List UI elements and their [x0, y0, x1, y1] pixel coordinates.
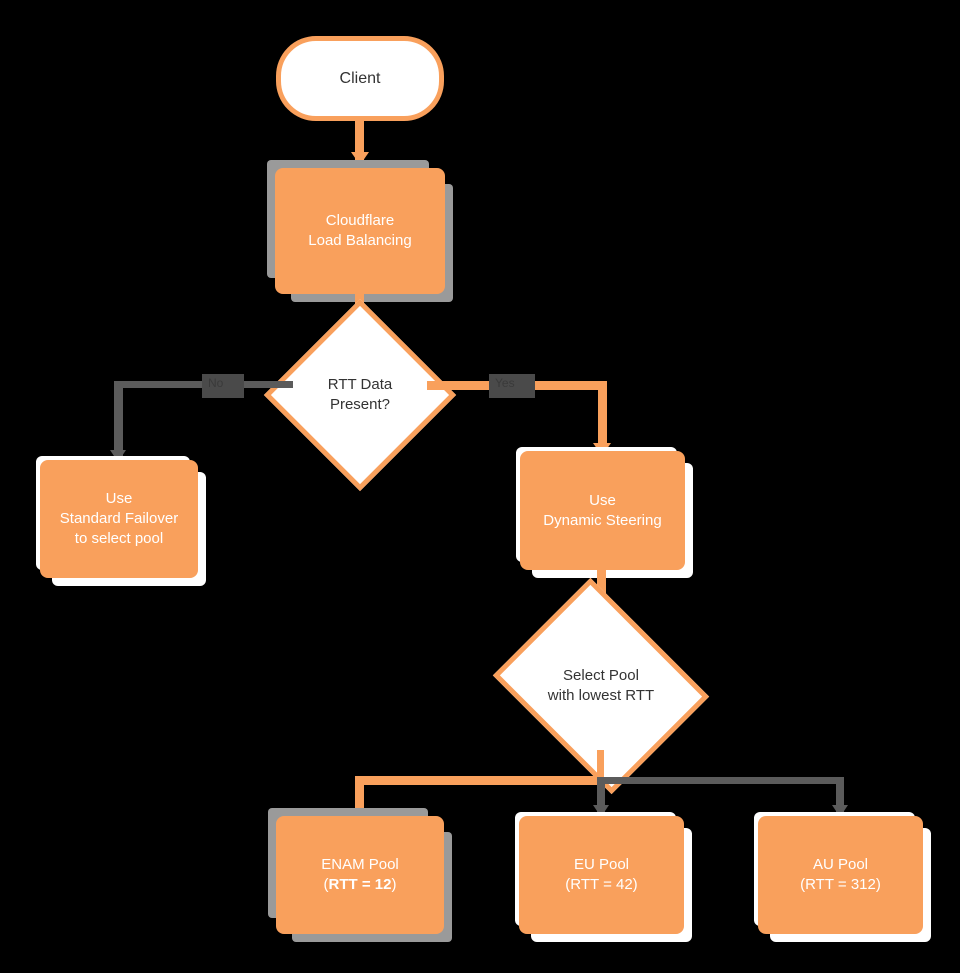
node-load-balancing-line2: Load Balancing [308, 232, 412, 249]
node-au-pool-line2: (RTT = 312) [800, 876, 881, 893]
edge-bus-to-enam [355, 776, 364, 826]
node-au-pool[interactable]: AU Pool (RTT = 312) [758, 816, 923, 934]
edge-bus-to-au [836, 777, 844, 822]
node-eu-pool-line2: (RTT = 42) [565, 876, 638, 893]
node-standard-failover[interactable]: Use Standard Failover to select pool [40, 460, 198, 578]
node-rtt-decision[interactable]: RTT Data Present? [263, 298, 457, 492]
edge-bus-left [355, 776, 603, 785]
node-enam-pool[interactable]: ENAM Pool (RTT = 12) [276, 816, 444, 934]
edge-select-pool-stem [597, 750, 604, 782]
node-load-balancing-line1: Cloudflare [325, 212, 395, 230]
node-eu-pool-line1: EU Pool [573, 856, 629, 874]
node-standard-failover-line1: Use [105, 490, 133, 508]
node-enam-pool-line1: ENAM Pool [321, 856, 399, 874]
select-pool-label: Select Pool with lowest RTT [517, 617, 685, 755]
rtt-decision-line1: RTT Data [327, 376, 393, 394]
node-au-pool-line1: AU Pool [812, 856, 868, 874]
edge-bus-right [600, 777, 844, 784]
node-client-label: Client [339, 69, 381, 87]
enam-paren-close: ) [391, 876, 397, 893]
node-eu-pool[interactable]: EU Pool (RTT = 42) [519, 816, 684, 934]
edge-label-no: No [202, 374, 244, 398]
edge-client-to-lb [355, 118, 364, 166]
enam-rtt-value: RTT = 12 [328, 876, 392, 893]
edge-no-vertical [114, 381, 123, 463]
edge-label-yes: Yes [489, 374, 535, 398]
node-client[interactable]: Client [276, 36, 444, 121]
arrowhead-client-to-lb [351, 152, 369, 165]
node-load-balancing[interactable]: Cloudflare Load Balancing [275, 168, 445, 294]
rtt-decision-line2: Present? [329, 396, 391, 413]
edge-bus-to-eu [597, 777, 605, 822]
node-dynamic-steering[interactable]: Use Dynamic Steering [520, 451, 685, 570]
node-enam-pool-rtt-line: (RTT = 12) [321, 875, 399, 895]
node-dynamic-steering-line1: Use [589, 491, 616, 509]
node-standard-failover-line3: to select pool [74, 529, 164, 547]
select-pool-line1: Select Pool [563, 667, 639, 685]
node-select-pool[interactable]: Select Pool with lowest RTT [492, 577, 710, 795]
select-pool-line2: with lowest RTT [547, 687, 655, 704]
edge-yes-vertical [598, 381, 607, 459]
arrowhead-bus-to-au [832, 805, 848, 817]
arrowhead-bus-to-eu [593, 805, 609, 817]
arrowhead-no-to-standard-failover [110, 450, 126, 462]
node-standard-failover-line2: Standard Failover [59, 510, 179, 528]
enam-paren-open: ( [323, 876, 329, 893]
rtt-decision-label: RTT Data Present? [292, 327, 428, 463]
node-dynamic-steering-line2: Dynamic Steering [543, 511, 662, 529]
